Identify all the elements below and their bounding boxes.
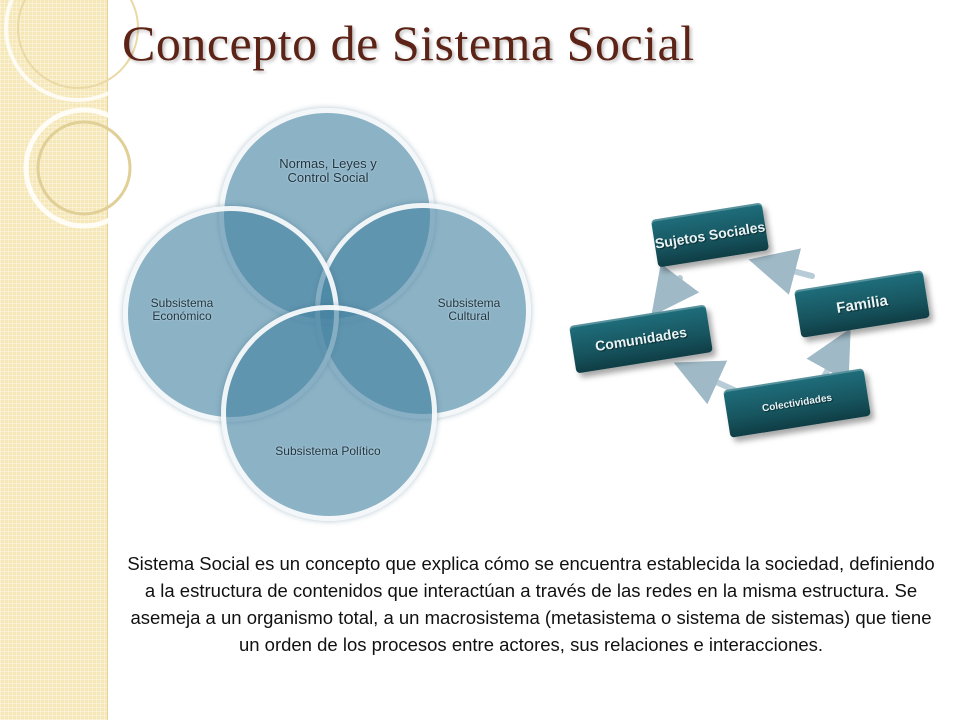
arrow-familia-to-sujetos bbox=[748, 248, 815, 295]
venn-label-normas: Normas, Leyes y Control Social bbox=[279, 156, 377, 185]
venn-label-cultural: Subsistema Cultural bbox=[437, 296, 501, 323]
venn-circle-politico bbox=[221, 305, 437, 521]
body-paragraph: Sistema Social es un concepto que explic… bbox=[127, 553, 935, 655]
arrow-sujetos-to-comunidades bbox=[651, 263, 700, 317]
slide-title: Concepto de Sistema Social bbox=[122, 15, 695, 71]
venn-label-politico: Subsistema Político bbox=[275, 444, 381, 458]
arrow-comunidades-to-colectividades bbox=[673, 360, 737, 405]
decorative-rings bbox=[4, 0, 152, 229]
venn-label-economico: Subsistema Económico bbox=[150, 296, 214, 323]
